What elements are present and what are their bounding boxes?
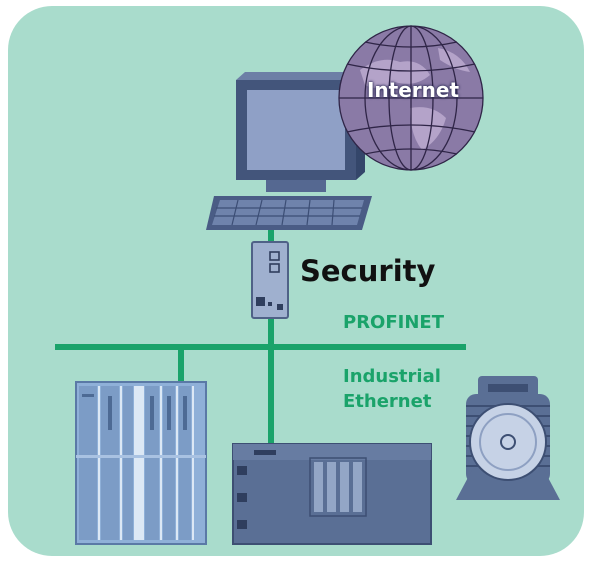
globe-icon: [338, 25, 484, 171]
security-module-icon: [251, 241, 289, 319]
motor-icon: [456, 376, 560, 500]
plc-rack-icon: [75, 381, 207, 545]
industrial-ethernet-line-2: Ethernet: [343, 391, 432, 412]
controller-icon: [232, 443, 432, 545]
profinet-label: PROFINET: [343, 312, 444, 333]
security-label: Security: [300, 254, 436, 288]
industrial-ethernet-line-1: Industrial: [343, 366, 441, 387]
industrial-ethernet-label: Industrial Ethernet: [343, 364, 441, 414]
internet-label: Internet: [366, 78, 460, 102]
